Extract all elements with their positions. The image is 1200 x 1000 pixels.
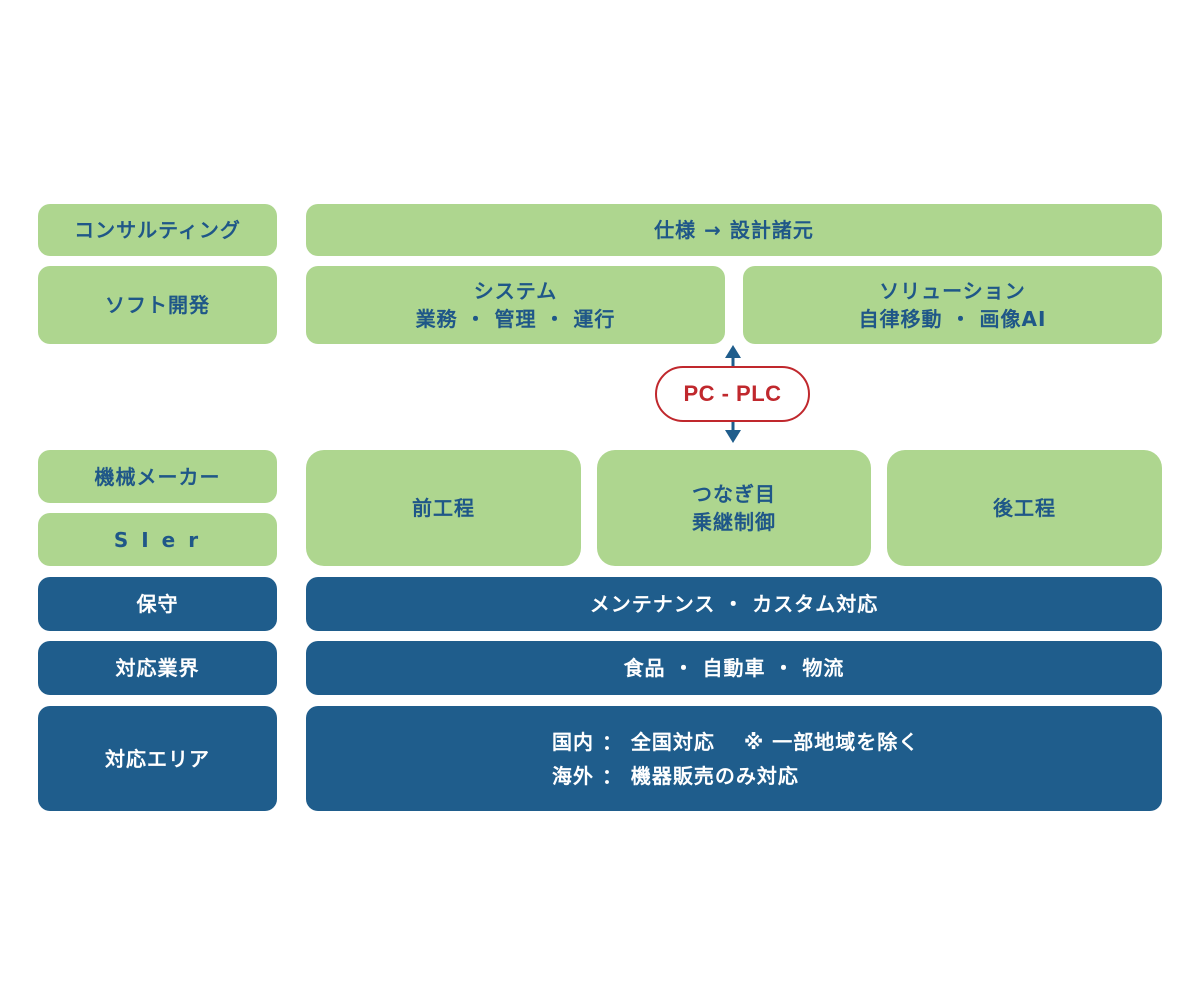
label-machine-maker-text: 機械メーカー [94, 464, 221, 489]
label-industries: 対応業界 [38, 641, 277, 695]
maintenance-detail-text: メンテナンス ・ カスタム対応 [589, 592, 879, 616]
system-title: システム [473, 279, 558, 303]
label-maintenance-text: 保守 [136, 592, 179, 616]
arrow-down-head [725, 430, 741, 443]
industries-detail-text: 食品 ・ 自動車 ・ 物流 [623, 656, 845, 680]
label-industries-text: 対応業界 [115, 656, 200, 680]
label-sier-text: S I e r [113, 527, 202, 552]
system-detail: 業務 ・ 管理 ・ 運行 [415, 307, 616, 331]
industries-detail-box: 食品 ・ 自動車 ・ 物流 [306, 641, 1162, 695]
joint-detail: 乗継制御 [692, 510, 776, 534]
label-software: ソフト開発 [38, 266, 277, 344]
label-area: 対応エリア [38, 706, 277, 811]
joint-title: つなぎ目 [692, 482, 776, 506]
arrow-up-head [725, 345, 741, 358]
solution-detail: 自律移動 ・ 画像AI [858, 307, 1047, 331]
maintenance-detail-box: メンテナンス ・ カスタム対応 [306, 577, 1162, 631]
solution-box: ソリューション 自律移動 ・ 画像AI [743, 266, 1162, 344]
pre-process-box: 前工程 [306, 450, 581, 566]
pc-plc-badge: PC - PLC [655, 366, 810, 422]
post-process-text: 後工程 [993, 496, 1056, 520]
spec-box: 仕様 → 設計諸元 [306, 204, 1162, 256]
label-consulting: コンサルティング [38, 204, 277, 256]
system-box: システム 業務 ・ 管理 ・ 運行 [306, 266, 725, 344]
area-detail-box: 国内 ： 全国対応 ※ 一部地域を除く 海外 ： 機器販売のみ対応 [306, 706, 1162, 811]
pre-process-text: 前工程 [412, 496, 475, 520]
label-sier: S I e r [38, 513, 277, 566]
area-domestic: 国内 ： 全国対応 ※ 一部地域を除く [552, 729, 920, 754]
joint-box: つなぎ目 乗継制御 [597, 450, 871, 566]
post-process-box: 後工程 [887, 450, 1162, 566]
label-maintenance: 保守 [38, 577, 277, 631]
pc-plc-text: PC - PLC [683, 381, 782, 406]
label-software-text: ソフト開発 [105, 293, 210, 317]
solution-title: ソリューション [879, 279, 1026, 303]
label-machine-maker: 機械メーカー [38, 450, 277, 503]
spec-text: 仕様 → 設計諸元 [654, 218, 814, 242]
label-consulting-text: コンサルティング [74, 218, 241, 242]
area-overseas: 海外 ： 機器販売のみ対応 [552, 763, 799, 788]
label-area-text: 対応エリア [105, 746, 210, 771]
